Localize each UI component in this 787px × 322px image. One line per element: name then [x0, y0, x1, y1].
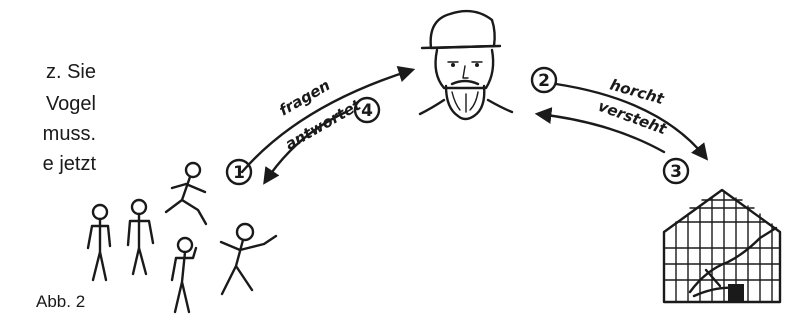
person-figure	[221, 224, 276, 294]
person-figure	[128, 200, 153, 274]
step-3-badge: 3	[664, 159, 688, 183]
bearded-man-icon	[420, 11, 512, 119]
step-2-badge: 2	[532, 68, 556, 92]
people-group-icon	[88, 163, 276, 312]
step-number: 2	[538, 71, 550, 91]
person-figure	[88, 205, 110, 280]
person-figure	[172, 238, 196, 312]
person-figure	[166, 163, 206, 224]
step-number: 4	[361, 101, 373, 121]
step-number: 1	[233, 163, 245, 183]
greenhouse-icon	[664, 190, 780, 302]
step-1-badge: 1	[227, 160, 251, 184]
step-number: 3	[670, 162, 682, 182]
